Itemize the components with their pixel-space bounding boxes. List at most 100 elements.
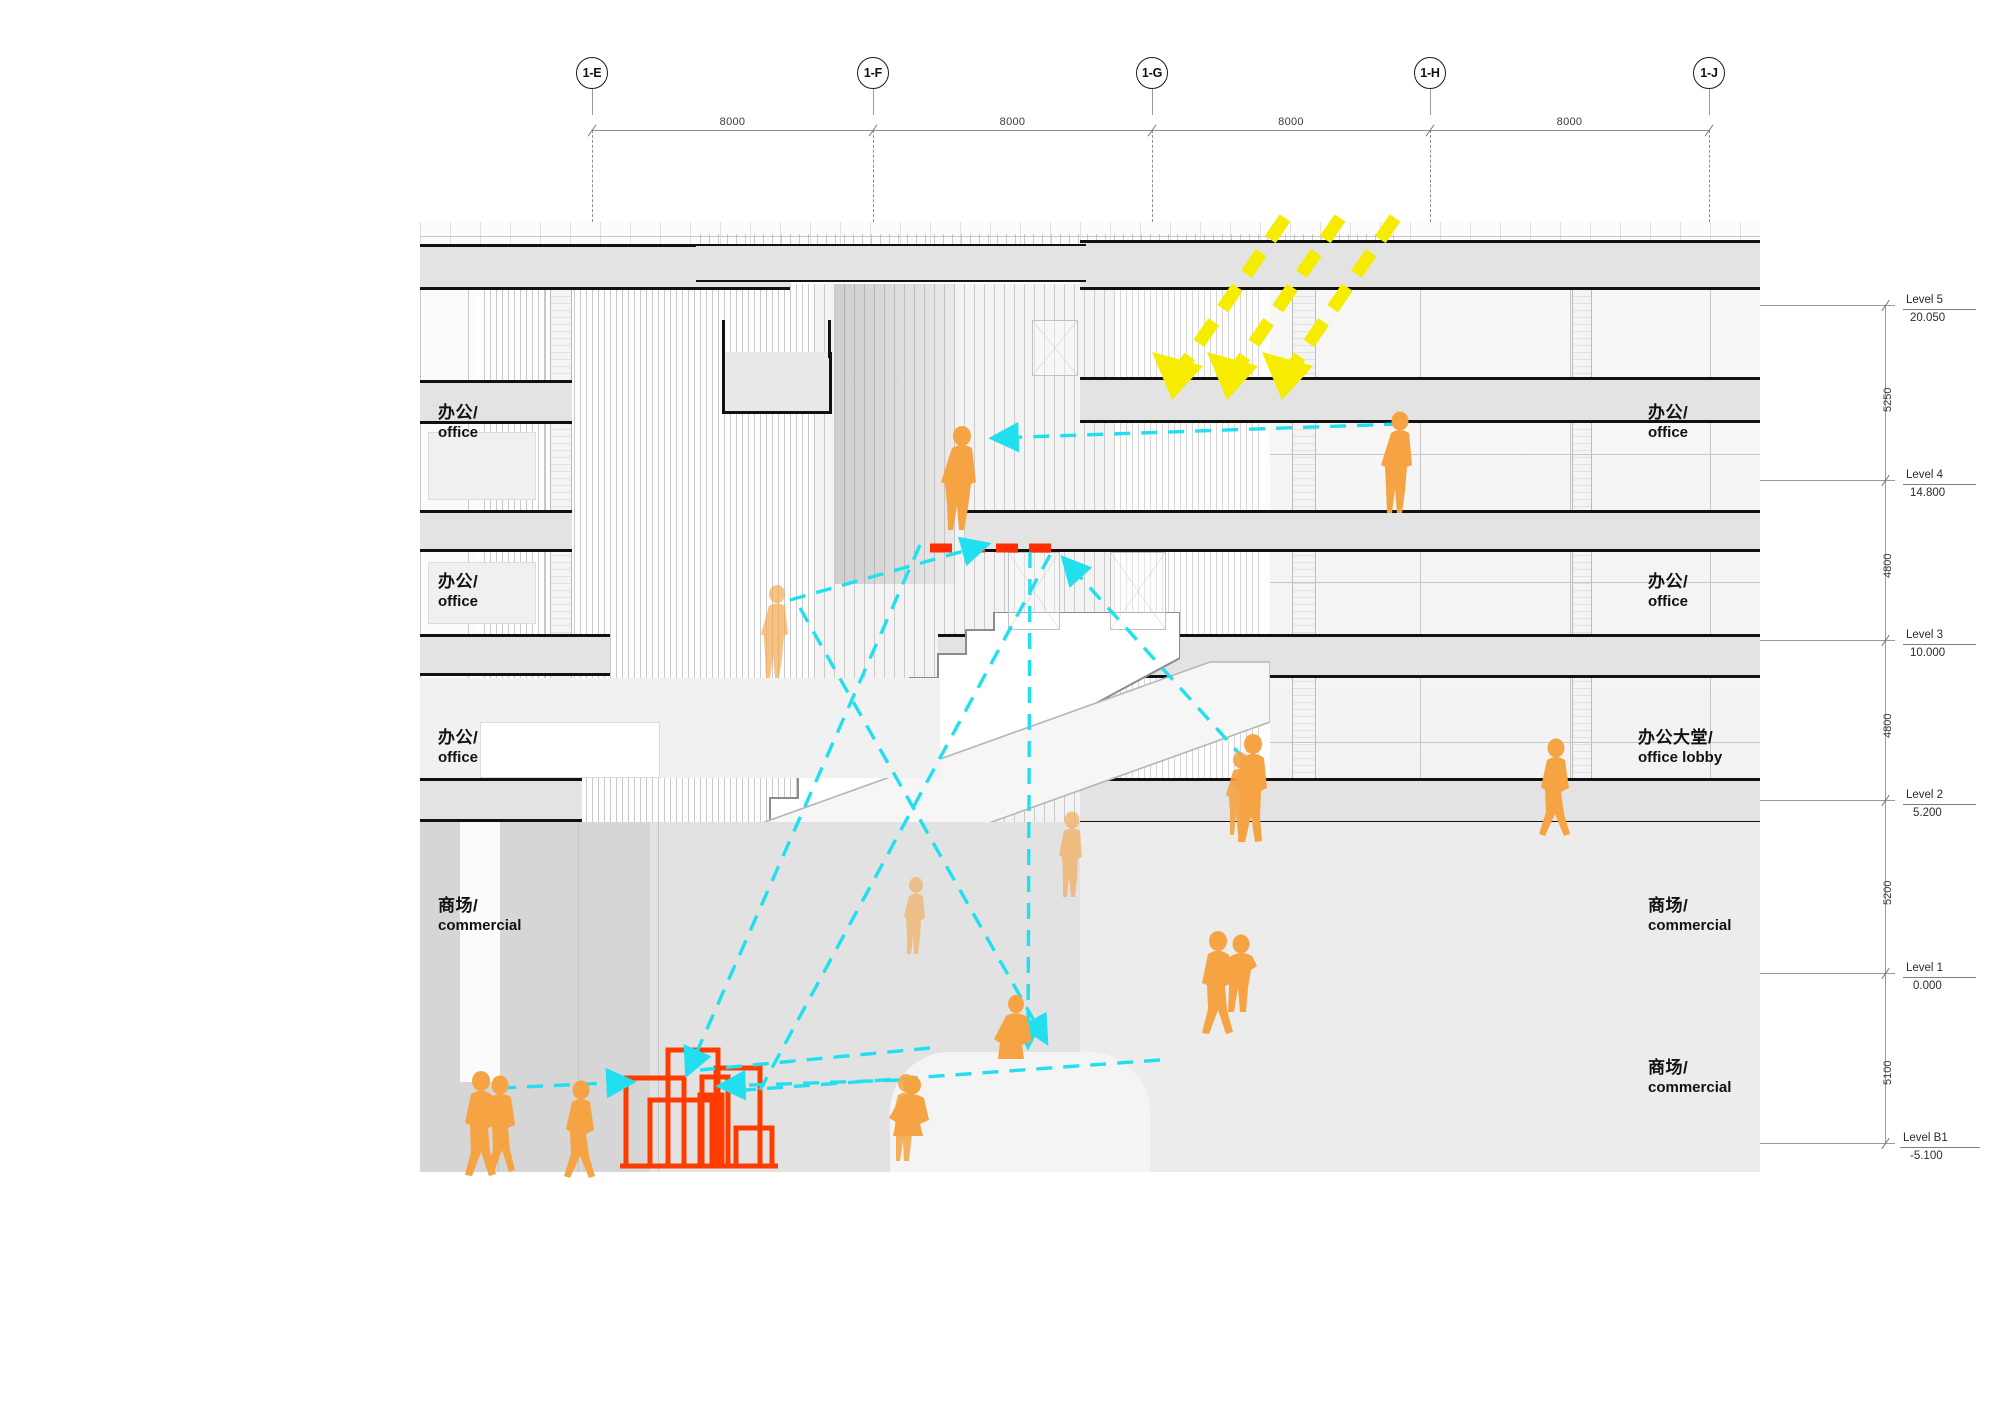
basement-right-zone [1080,822,1760,1172]
room-label-cn: 办公/ [438,403,479,422]
vertical-dimension-spine [1885,305,1886,1143]
room-label-office-L4-right: 办公/ office [1648,403,1688,442]
room-label-commercial-B1-right: 商场/ commercial [1648,1058,1731,1097]
level-underline-3 [1903,644,1976,645]
room-label-commercial-L1-left: 商场/ commercial [438,896,521,935]
door-office-lobby-b [1110,552,1166,630]
level-leader-4 [1760,480,1895,481]
grid-dash-1-F [873,130,874,222]
level-underline-b1 [1900,1147,1980,1148]
room-label-en: office [438,748,479,766]
vertical-dim-5250: 5250 [1882,387,1894,412]
room-label-en: commercial [1648,916,1732,934]
room-label-office-L4-left: 办公/ office [438,403,478,442]
level-underline-5 [1903,309,1976,310]
basement-mullion-2 [578,822,579,1172]
right-bay-mullion-3 [1710,277,1711,1172]
dimension-text-GH: 8000 [1278,116,1304,128]
grid-stem-1-H [1430,89,1431,115]
level-elevation-5: 20.050 [1910,312,1946,324]
room-label-en: office [1648,423,1689,441]
grid-stem-1-G [1152,89,1153,115]
right-bay-sill-line [1270,582,1760,583]
basement-white-panel [460,822,500,1082]
slab-right-level3 [965,510,1760,552]
level-underline-4 [1903,484,1976,485]
level-name-1: Level 1 [1906,962,1944,974]
level-leader-3 [1760,640,1895,641]
room-label-cn: 办公/ [1648,403,1689,422]
door-level4-right [1032,320,1078,376]
vertical-dim-5100: 5100 [1882,1060,1894,1085]
basement-mullion-3 [658,822,659,1172]
level-name-2: Level 2 [1906,789,1944,801]
basement-left-bright [420,822,650,1172]
building-section-body [420,222,1760,1172]
slab-left-level2 [420,634,610,676]
slab-left-level3 [420,510,572,552]
dimension-text-FG: 8000 [999,116,1026,128]
room-label-en: commercial [438,916,522,934]
grid-bubble-1-F[interactable]: 1-F [857,57,889,89]
level-name-4: Level 4 [1906,469,1944,481]
level-leader-5 [1760,305,1895,306]
dimension-text-HJ: 8000 [1556,116,1583,128]
viewing-platform-rail-left [722,320,726,358]
grid-bubble-1-E[interactable]: 1-E [576,57,608,89]
dimension-chain-line [592,130,1709,131]
level-name-3: Level 3 [1906,629,1944,641]
grid-stem-1-E [592,89,593,115]
right-bay-base-line [1270,742,1760,743]
roof-line-a [420,236,1760,237]
room-label-commercial-L1-right: 商场/ commercial [1648,896,1731,935]
level-name-b1: Level B1 [1903,1132,1948,1144]
room-label-en: commercial [1648,1078,1732,1096]
atrium-shadow-band [835,284,955,584]
room-label-cn: 商场/ [438,896,479,915]
room-label-office-L2-left: 办公/ office [438,728,478,767]
right-bay-ceiling-line [1270,454,1760,455]
room-label-cn: 办公大堂/ [1638,728,1714,747]
room-label-en: office [1648,592,1689,610]
door-office-lobby-a [1008,552,1060,630]
viewing-platform-rail-right [828,320,832,358]
dimension-text-EF: 8000 [719,116,746,128]
room-label-en: office [438,592,479,610]
level-underline-2 [1903,804,1976,805]
right-bay-mullion-1 [1420,277,1421,1172]
room-label-cn: 办公/ [1648,572,1689,591]
level-name-5: Level 5 [1906,294,1944,306]
left-fitout-block-1 [428,432,536,500]
level1-white-counter [480,722,660,778]
room-label-office-L3-left: 办公/ office [438,572,478,611]
grid-dash-1-H [1430,130,1431,222]
level-leader-b1 [1760,1143,1895,1144]
level-elevation-2: 5.200 [1913,807,1942,819]
grid-dash-1-J [1709,130,1710,222]
grid-dash-1-G [1152,130,1153,222]
vertical-dim-5200: 5200 [1882,880,1894,905]
level-elevation-4: 14.800 [1910,487,1946,499]
level-elevation-3: 10.000 [1910,647,1946,659]
room-label-cn: 办公/ [438,728,479,747]
grid-bubble-1-H[interactable]: 1-H [1414,57,1446,89]
level-elevation-b1: -5.100 [1910,1150,1943,1162]
grid-bubble-1-J[interactable]: 1-J [1693,57,1725,89]
grid-dash-1-E [592,130,593,222]
viewing-platform-box [722,352,832,414]
grid-bubble-1-G[interactable]: 1-G [1136,57,1168,89]
room-label-cn: 商场/ [1648,1058,1689,1077]
right-bay-mullion-2 [1570,277,1571,1172]
level-elevation-1: 0.000 [1913,980,1942,992]
level-underline-1 [1903,977,1976,978]
grid-stem-1-F [873,89,874,115]
slab-right-level5 [1080,240,1760,290]
room-label-en: office lobby [1638,748,1723,766]
slab-left-level4 [420,380,572,424]
room-label-office-L3-right: 办公/ office [1648,572,1688,611]
vertical-dim-4800-b: 4800 [1882,713,1894,738]
vertical-dim-4800-a: 4800 [1882,553,1894,578]
slab-left-level1 [420,778,582,822]
room-label-cn: 商场/ [1648,896,1689,915]
